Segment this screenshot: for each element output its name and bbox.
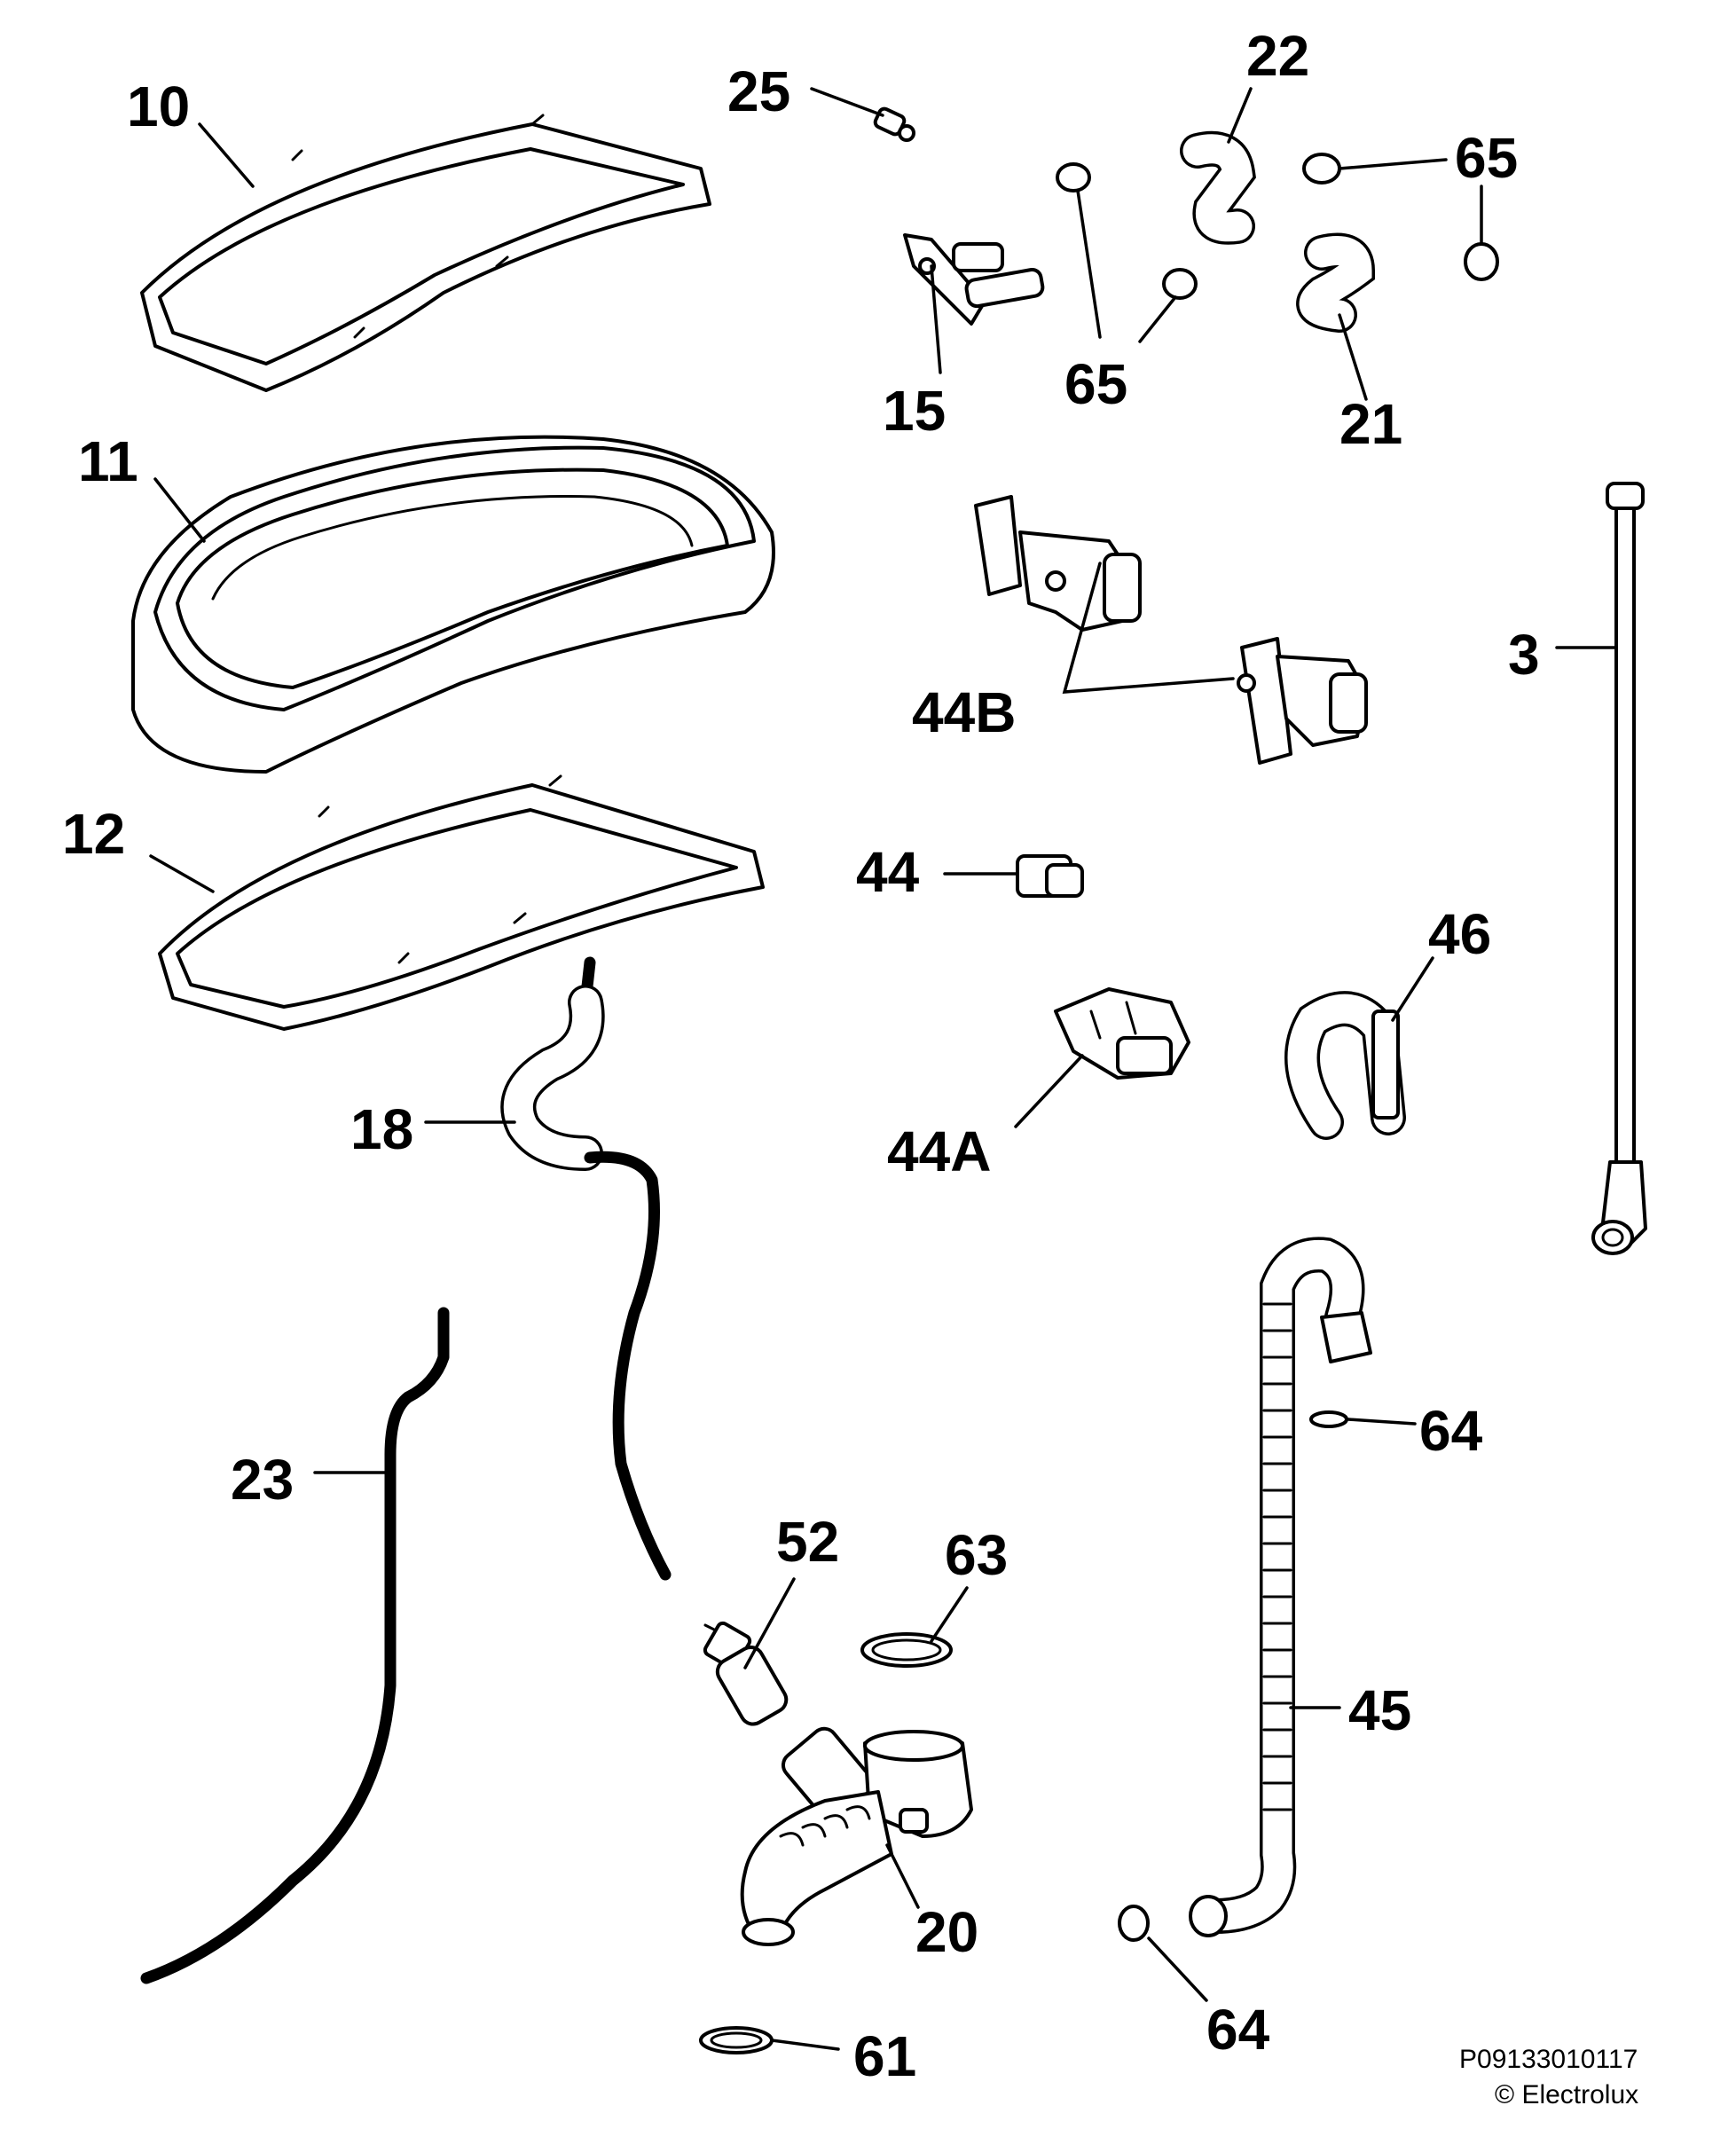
part-12-seal-frame (158, 774, 765, 1031)
part-22-hose (1180, 130, 1256, 245)
part-44-clip (1016, 854, 1084, 898)
callout-61: 61 (853, 2024, 916, 2088)
callout-20: 20 (915, 1900, 978, 1964)
part-45-drain-hose (1189, 1237, 1372, 1937)
part-46-u-bend (1284, 991, 1406, 1140)
part-52-sensor (703, 1621, 789, 1726)
callout-3: 3 (1508, 623, 1540, 687)
callout-63: 63 (945, 1523, 1008, 1587)
callout-15: 15 (883, 379, 946, 443)
callout-45: 45 (1348, 1678, 1411, 1742)
part-21-hose (1296, 232, 1376, 333)
part-44B-holders (974, 495, 1368, 765)
callout-11: 11 (78, 429, 138, 493)
part-20-sump-hose (740, 1726, 973, 1946)
callout-25: 25 (727, 59, 790, 123)
callout-52: 52 (776, 1510, 839, 1574)
part-65-clamps (1056, 153, 1499, 300)
callout-18: 18 (350, 1097, 413, 1161)
callout-23: 23 (231, 1448, 294, 1512)
part-63-clamp (860, 1632, 953, 1668)
callout-65-a: 65 (1064, 352, 1127, 416)
diagram-code: P09133010117 (1459, 2045, 1638, 2074)
leader-lines (149, 87, 1618, 2051)
callout-64-b: 64 (1206, 1998, 1270, 2062)
part-23-hose (140, 1307, 450, 1984)
part-18-hose (500, 956, 672, 1581)
copyright-notice: © Electrolux (1495, 2080, 1639, 2109)
part-64-clamps (1118, 1410, 1348, 1942)
part-10-seal-frame (140, 114, 711, 392)
callout-65-b: 65 (1455, 126, 1518, 190)
callout-64-a: 64 (1419, 1399, 1483, 1463)
callout-12: 12 (62, 802, 125, 866)
callout-44B: 44B (912, 680, 1016, 744)
callout-44: 44 (856, 840, 920, 904)
part-25-screw (873, 106, 915, 142)
callout-22: 22 (1246, 24, 1309, 88)
part-61-clamp (699, 2026, 774, 2054)
callout-21: 21 (1339, 392, 1402, 456)
part-11-door-bellow (131, 435, 775, 774)
part-3-rod (1591, 482, 1647, 1255)
callout-labels: 10 11 12 25 15 65 65 22 21 3 44B 44 46 4… (62, 24, 1540, 2088)
callout-44A: 44A (887, 1119, 991, 1183)
callout-10: 10 (127, 75, 190, 138)
callout-46: 46 (1428, 902, 1491, 966)
part-15-valve (903, 233, 1045, 326)
